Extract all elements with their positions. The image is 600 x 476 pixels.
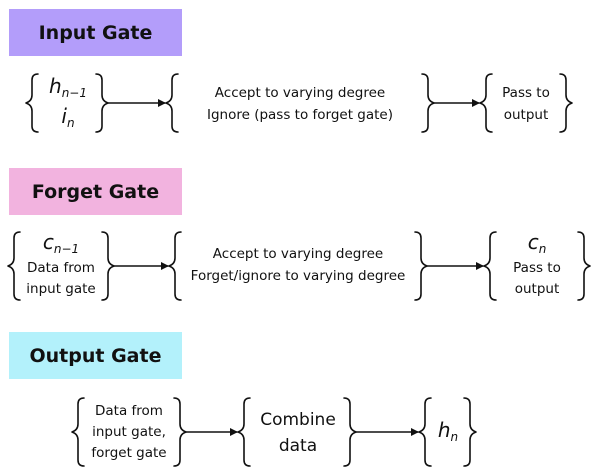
input-sources-left-brace	[25, 73, 39, 133]
input-source-h: hn−1	[40, 74, 96, 100]
forget-gate-title: Forget Gate	[31, 180, 160, 203]
h-subscript: n−1	[61, 86, 87, 100]
output-gate-title: Output Gate	[29, 344, 162, 367]
output-gate-title-box	[9, 332, 182, 379]
input-process-left-brace	[165, 73, 179, 133]
input-output-line1: Pass to	[502, 85, 550, 101]
forget-output-line2: output	[514, 281, 560, 297]
input-output-left-brace	[479, 73, 493, 133]
h-base: h	[49, 74, 62, 98]
input-process-line1: Accept to varying degree	[214, 85, 386, 101]
forget-process-line1: Accept to varying degree	[212, 246, 384, 262]
output-result-h: hn	[429, 418, 467, 444]
forget-output-line1: Pass to	[513, 260, 561, 276]
forget-process-line2: Forget/ignore to varying degree	[190, 268, 406, 284]
input-process-right-brace	[421, 73, 435, 133]
c-output-subscript: n	[538, 242, 547, 256]
output-process-line2: data	[278, 436, 318, 456]
c-subscript: n−1	[53, 242, 80, 256]
input-process-line2: Ignore (pass to forget gate)	[206, 107, 394, 123]
input-gate-title: Input Gate	[38, 21, 153, 44]
input-output-line2: output	[503, 107, 549, 123]
c-base: c	[42, 230, 54, 254]
output-source-line3: forget gate	[91, 445, 167, 461]
i-subscript: n	[66, 116, 75, 130]
forget-output-right-brace	[577, 231, 591, 301]
forget-process-left-brace	[168, 231, 182, 301]
h-output-base: h	[437, 418, 451, 442]
forget-output-left-brace	[483, 231, 497, 301]
output-source-line2: input gate,	[92, 424, 166, 440]
output-result-left-brace	[418, 397, 432, 467]
forget-source-c: cn−1	[18, 230, 104, 256]
output-process-line1: Combine	[260, 410, 336, 430]
forget-sources-left-brace	[7, 231, 21, 301]
output-source-line1: Data from	[95, 403, 163, 419]
output-sources-left-brace	[71, 397, 85, 467]
forget-output-c: cn	[494, 230, 580, 256]
input-sources-right-brace	[95, 73, 109, 133]
output-process-left-brace	[237, 397, 251, 467]
forget-source-line1: Data from	[27, 260, 95, 276]
input-output-right-brace	[559, 73, 573, 133]
input-source-i: in	[40, 104, 96, 130]
forget-process-right-brace	[414, 231, 428, 301]
c-output-base: c	[527, 230, 539, 254]
i-base: i	[61, 104, 67, 128]
output-result-right-brace	[463, 397, 477, 467]
input-gate-title-box	[9, 9, 182, 56]
h-output-subscript: n	[450, 430, 459, 444]
forget-gate-title-box	[9, 168, 182, 215]
forget-source-line2: input gate	[26, 281, 96, 297]
